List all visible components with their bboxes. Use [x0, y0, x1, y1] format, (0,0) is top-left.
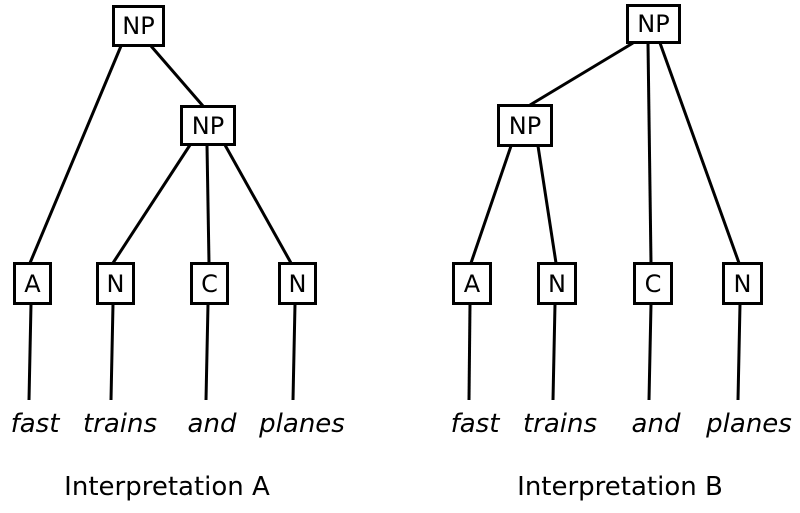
- tree-b-edge-np-inner-to-a: [469, 145, 513, 264]
- tree-a-edge-np-inner-to-c: [205, 144, 211, 264]
- tree-a-edge-np-inner-to-n2: [223, 144, 293, 264]
- tree-b-node-np-inner: NP: [497, 104, 553, 147]
- tree-b-word-planes: planes: [706, 409, 792, 439]
- tree-b-edge-np-inner-to-n1: [536, 145, 558, 264]
- tree-a-stem-stem-a: [27, 303, 33, 401]
- tree-b-edge-np-root-to-c: [646, 42, 653, 264]
- tree-b-word-and: and: [631, 409, 681, 439]
- tree-a-word-planes: planes: [259, 409, 345, 439]
- tree-a-node-n1: N: [96, 262, 135, 305]
- tree-a-edge-np-root-to-np-inner: [149, 45, 205, 107]
- tree-a-node-np-root: NP: [112, 5, 165, 47]
- tree-a-stem-stem-c: [204, 303, 210, 401]
- tree-a-node-n2: N: [278, 262, 317, 305]
- tree-a-edge-np-inner-to-n1: [111, 144, 192, 264]
- tree-b-node-c: C: [633, 262, 673, 305]
- tree-b-stem-stem-n2: [736, 303, 742, 401]
- tree-b-word-trains: trains: [522, 409, 598, 439]
- tree-b-node-n1: N: [537, 262, 577, 305]
- caption-interpretation-a: Interpretation A: [64, 472, 270, 502]
- tree-a-word-trains: trains: [82, 409, 158, 439]
- tree-a-word-and: and: [187, 409, 237, 439]
- tree-a-stem-stem-n2: [291, 303, 297, 401]
- tree-a-node-np-inner: NP: [180, 105, 236, 146]
- tree-b-node-n2: N: [722, 262, 763, 305]
- caption-interpretation-b: Interpretation B: [517, 472, 723, 502]
- tree-b-edge-np-root-to-n2: [658, 42, 741, 264]
- tree-b-stem-stem-n1: [551, 303, 557, 401]
- tree-a-word-fast: fast: [10, 409, 60, 439]
- tree-b-word-fast: fast: [450, 409, 500, 439]
- tree-b-node-np-root: NP: [626, 4, 681, 44]
- tree-b-edge-np-root-to-np-inner: [529, 41, 634, 107]
- tree-a-node-a: A: [13, 262, 52, 305]
- tree-a-edge-np-root-to-a: [28, 45, 123, 264]
- tree-b-node-a: A: [452, 262, 492, 305]
- tree-b-stem-stem-a: [467, 303, 472, 401]
- tree-a-node-c: C: [190, 262, 229, 305]
- tree-b-stem-stem-c: [647, 303, 653, 401]
- tree-a-stem-stem-n1: [109, 303, 115, 401]
